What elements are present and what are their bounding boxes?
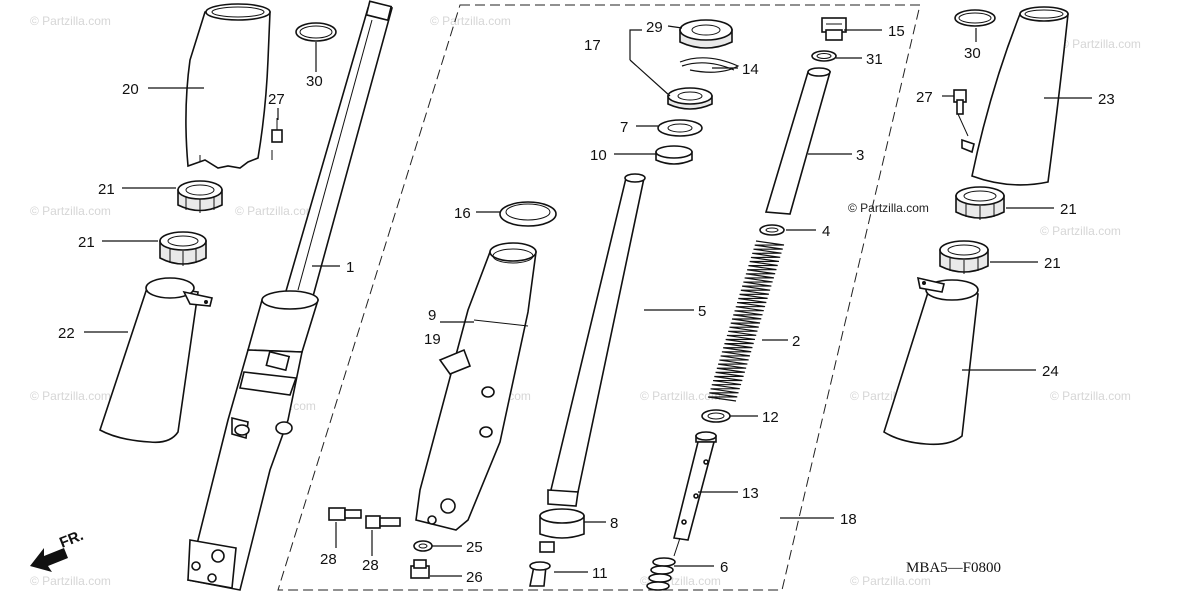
watermark: © Partzilla.com: [850, 574, 931, 588]
watermark: © Partzilla.com: [30, 14, 111, 28]
part-17-oil-seal: [667, 87, 713, 110]
part-21-ring-right-lower: [939, 240, 989, 274]
callout-28-a: 28: [320, 551, 337, 568]
callout-26: 26: [466, 569, 483, 586]
callout-3: 3: [856, 147, 864, 164]
callout-22: 22: [58, 325, 75, 342]
part-22-lower-cover: [99, 277, 213, 444]
part-3-spacer: [764, 67, 832, 215]
part-26-bolt: [410, 559, 430, 579]
callout-10: 10: [590, 147, 607, 164]
part-30-o-ring-left: [295, 22, 337, 42]
callout-21-left-lower: 21: [78, 234, 95, 251]
part-8-bushing: [539, 508, 585, 539]
part-21-ring-left-upper: [177, 180, 223, 213]
part-6-rebound-spring: [646, 557, 676, 591]
watermark-dark: © Partzilla.com: [848, 201, 929, 215]
part-1-fork-tube: [187, 0, 394, 591]
watermark: © Partzilla.com: [235, 204, 316, 218]
part-15-cap-bolt: [821, 17, 847, 41]
watermark: © Partzilla.com: [640, 389, 721, 403]
watermark: © Partzilla.com: [30, 204, 111, 218]
callout-23: 23: [1098, 91, 1115, 108]
part-11-oil-lock-piece: [529, 541, 555, 587]
assembly-boundary: [277, 4, 921, 591]
part-20-upper-cover: [185, 3, 271, 169]
callout-28-b: 28: [362, 557, 379, 574]
part-21-ring-right-upper: [955, 186, 1005, 220]
part-2-fork-spring: [707, 240, 785, 402]
callout-21-right-upper: 21: [1060, 201, 1077, 218]
callout-11: 11: [592, 565, 608, 582]
part-31-o-ring: [811, 50, 837, 62]
callout-29: 29: [646, 19, 663, 36]
callout-31: 31: [866, 51, 883, 68]
part-27-bolt-left: [271, 118, 283, 160]
callout-12: 12: [762, 409, 779, 426]
part-10-bushing: [655, 145, 693, 165]
callout-27-right: 27: [916, 89, 933, 106]
part-27-bolt-right: [953, 89, 969, 137]
part-28-bolt-b: [365, 515, 401, 529]
callout-24: 24: [1042, 363, 1059, 380]
front-marker: FR.: [57, 527, 86, 552]
part-25-washer: [413, 540, 433, 552]
callout-13: 13: [742, 485, 759, 502]
part-16-dust-seal: [499, 201, 557, 227]
callout-14: 14: [742, 61, 759, 78]
callout-7: 7: [620, 119, 628, 136]
part-24-lower-cover: [883, 276, 979, 446]
callout-4: 4: [822, 223, 830, 240]
part-21-ring-left-lower: [159, 231, 207, 266]
callouts: 20 30 27 21 21 22 1 28 28 25 26 16 9 19 …: [58, 19, 1115, 586]
part-23-upper-cover: [961, 6, 1069, 186]
callout-20: 20: [122, 81, 139, 98]
part-4-spring-seat: [759, 224, 785, 236]
watermark: © Partzilla.com: [30, 574, 111, 588]
watermark: © Partzilla.com: [1060, 37, 1141, 51]
watermark: © Partzilla.com: [1040, 224, 1121, 238]
watermark: © Partzilla.com: [1050, 389, 1131, 403]
part-30-o-ring-right: [954, 9, 996, 27]
callout-27-left: 27: [268, 91, 285, 108]
callout-8: 8: [610, 515, 618, 532]
watermark: © Partzilla.com: [30, 389, 111, 403]
leader-lines: [84, 25, 1092, 577]
callout-17: 17: [584, 37, 601, 54]
part-12-ring: [701, 409, 731, 423]
diagram-code: MBA5—F0800: [906, 560, 1001, 576]
callout-30-right: 30: [964, 45, 981, 62]
part-9-fork-slider: [415, 242, 537, 531]
front-arrow-icon: FR.: [30, 527, 86, 572]
callout-16: 16: [454, 205, 471, 222]
callout-30-left: 30: [306, 73, 323, 90]
callout-9: 9: [428, 307, 436, 324]
callout-21-right-lower: 21: [1044, 255, 1061, 272]
callout-5: 5: [698, 303, 706, 320]
part-28-bolt-a: [328, 507, 362, 521]
callout-21-left-upper: 21: [98, 181, 115, 198]
part-5-inner-tube: [547, 173, 646, 507]
part-13-piston-rod: [673, 431, 717, 557]
watermark: © Partzilla.com: [430, 14, 511, 28]
part-7-washer: [657, 119, 703, 137]
callout-18: 18: [840, 511, 857, 528]
callout-15: 15: [888, 23, 905, 40]
callout-6: 6: [720, 559, 728, 576]
callout-19: 19: [424, 331, 441, 348]
callout-25: 25: [466, 539, 483, 556]
callout-2: 2: [792, 333, 800, 350]
callout-1: 1: [346, 259, 354, 276]
part-14-clip: [679, 57, 740, 73]
part-29-seal: [679, 19, 733, 49]
